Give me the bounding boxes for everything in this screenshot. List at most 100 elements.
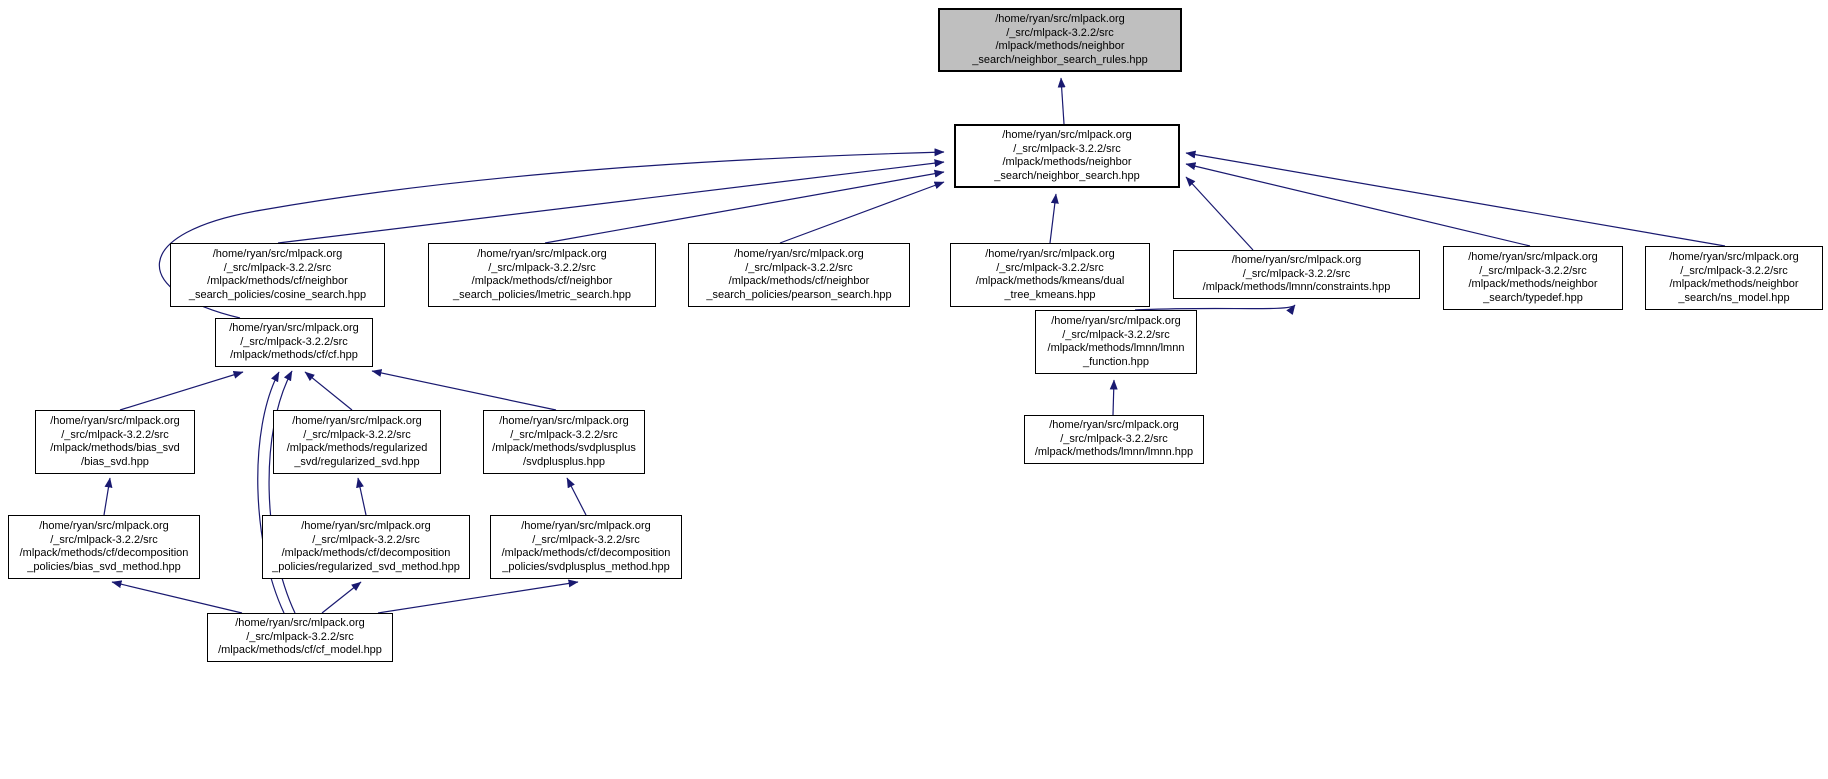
- node-lmnn[interactable]: /home/ryan/src/mlpack.org/_src/mlpack-3.…: [1024, 415, 1204, 464]
- node-text-line: _tree_kmeans.hpp: [1004, 288, 1096, 301]
- node-text-line: /home/ryan/src/mlpack.org: [235, 617, 365, 630]
- node-text-line: /mlpack/methods/cf/decomposition: [19, 547, 189, 559]
- node-text-line: /home/ryan/src/mlpack.org: [995, 13, 1125, 25]
- node-text-line: /mlpack/methods/lmnn/constraints.hpp: [1202, 281, 1391, 294]
- node-text-line: /_src/mlpack-3.2.2/src: [312, 533, 420, 546]
- node-text-line: /mlpack/methods/lmnn/lmnn.hpp: [1034, 446, 1194, 459]
- node-text-line: _policies/svdplusplus_method.hpp: [502, 560, 670, 573]
- node-regularized-svd[interactable]: /home/ryan/src/mlpack.org/_src/mlpack-3.…: [273, 410, 441, 474]
- node-neighbor-search-rules[interactable]: /home/ryan/src/mlpack.org/_src/mlpack-3.…: [938, 8, 1182, 72]
- node-neighbor-search[interactable]: /home/ryan/src/mlpack.org/_src/mlpack-3.…: [954, 124, 1180, 188]
- node-regularized-svd-method[interactable]: /home/ryan/src/mlpack.org/_src/mlpack-3.…: [262, 515, 470, 579]
- node-text-line: /_src/mlpack-3.2.2/src: [510, 428, 618, 441]
- node-ns-model[interactable]: /home/ryan/src/mlpack.org/_src/mlpack-3.…: [1645, 246, 1823, 310]
- edge-cf_model-svdplusplus_method: [377, 579, 579, 614]
- edge-constraints-neighbor_search: [1185, 176, 1254, 251]
- node-typedef[interactable]: /home/ryan/src/mlpack.org/_src/mlpack-3.…: [1443, 246, 1623, 310]
- node-text-line: /bias_svd.hpp: [81, 455, 149, 468]
- edge-pearson_search-neighbor_search: [779, 181, 945, 244]
- node-text-line: /home/ryan/src/mlpack.org: [39, 520, 169, 532]
- edge-bias_svd_method-bias_svd: [103, 477, 113, 516]
- node-text-line: _search/ns_model.hpp: [1678, 291, 1790, 304]
- node-dual-tree-kmeans[interactable]: /home/ryan/src/mlpack.org/_src/mlpack-3.…: [950, 243, 1150, 307]
- node-lmnn-constraints[interactable]: /home/ryan/src/mlpack.org/_src/mlpack-3.…: [1173, 250, 1420, 299]
- node-text-line: /mlpack/methods/cf/neighbor: [728, 275, 870, 287]
- node-text-line: /_src/mlpack-3.2.2/src: [996, 261, 1104, 274]
- node-cosine-search[interactable]: /home/ryan/src/mlpack.org/_src/mlpack-3.…: [170, 243, 385, 307]
- node-text-line: /mlpack/methods/neighbor: [995, 40, 1125, 52]
- node-text-line: _search_policies/pearson_search.hpp: [706, 288, 892, 301]
- edge-cosine_search-neighbor_search: [277, 159, 945, 244]
- edge-lmnn-lmnn_function: [1109, 379, 1118, 416]
- node-text-line: /_src/mlpack-3.2.2/src: [1006, 26, 1114, 39]
- node-text-line: _search_policies/lmetric_search.hpp: [453, 288, 631, 301]
- node-text-line: /home/ryan/src/mlpack.org: [477, 248, 607, 260]
- node-lmnn-function[interactable]: /home/ryan/src/mlpack.org/_src/mlpack-3.…: [1035, 310, 1197, 374]
- node-text-line: /mlpack/methods/neighbor: [1002, 156, 1132, 168]
- node-text-line: _search/neighbor_search_rules.hpp: [972, 53, 1148, 66]
- node-text-line: /mlpack/methods/cf/cf_model.hpp: [218, 644, 382, 657]
- node-lmetric-search[interactable]: /home/ryan/src/mlpack.org/_src/mlpack-3.…: [428, 243, 656, 307]
- node-text-line: /mlpack/methods/neighbor: [1468, 278, 1598, 290]
- node-text-line: /mlpack/methods/svdplusplus: [492, 442, 636, 454]
- node-text-line: /mlpack/methods/bias_svd: [50, 442, 180, 454]
- node-svdplusplus-method[interactable]: /home/ryan/src/mlpack.org/_src/mlpack-3.…: [490, 515, 682, 579]
- node-text-line: /home/ryan/src/mlpack.org: [521, 520, 651, 532]
- node-text-line: /_src/mlpack-3.2.2/src: [532, 533, 640, 546]
- node-text-line: /mlpack/methods/regularized: [286, 442, 428, 454]
- node-text-line: /_src/mlpack-3.2.2/src: [61, 428, 169, 441]
- node-text-line: /home/ryan/src/mlpack.org: [212, 248, 343, 260]
- node-text-line: _search/typedef.hpp: [1483, 291, 1583, 304]
- node-text-line: _search/neighbor_search.hpp: [994, 169, 1140, 182]
- node-text-line: /home/ryan/src/mlpack.org: [1049, 419, 1179, 432]
- edge-cf_model-cf: [268, 370, 296, 614]
- node-text-line: /home/ryan/src/mlpack.org: [1468, 251, 1598, 263]
- node-text-line: /mlpack/methods/lmnn/lmnn: [1047, 342, 1185, 354]
- node-cf-model[interactable]: /home/ryan/src/mlpack.org/_src/mlpack-3.…: [207, 613, 393, 662]
- node-text-line: _svd/regularized_svd.hpp: [294, 455, 420, 468]
- node-text-line: /_src/mlpack-3.2.2/src: [303, 428, 411, 441]
- node-text-line: /home/ryan/src/mlpack.org: [1669, 251, 1799, 263]
- edge-regularized_svd_method-regularized_svd: [356, 477, 367, 516]
- node-bias-svd-method[interactable]: /home/ryan/src/mlpack.org/_src/mlpack-3.…: [8, 515, 200, 579]
- node-text-line: /mlpack/methods/cf/cf.hpp: [230, 349, 358, 362]
- node-text-line: /_src/mlpack-3.2.2/src: [1479, 264, 1587, 277]
- edge-cf_model-bias_svd_method: [111, 580, 243, 614]
- node-text-line: /mlpack/methods/neighbor: [1669, 278, 1799, 290]
- edge-neighbor_search-neighbor_search_rules: [1057, 77, 1066, 125]
- edge-svdplusplus_method-svdplusplus: [566, 477, 587, 516]
- edge-regularized_svd-cf: [304, 371, 353, 411]
- node-pearson-search[interactable]: /home/ryan/src/mlpack.org/_src/mlpack-3.…: [688, 243, 910, 307]
- node-text-line: /home/ryan/src/mlpack.org: [301, 520, 431, 532]
- node-text-line: /_src/mlpack-3.2.2/src: [246, 630, 354, 643]
- node-svdplusplus[interactable]: /home/ryan/src/mlpack.org/_src/mlpack-3.…: [483, 410, 645, 474]
- edge-cf_model-regularized_svd_method: [321, 581, 362, 614]
- node-text-line: /home/ryan/src/mlpack.org: [292, 415, 422, 427]
- node-text-line: /_src/mlpack-3.2.2/src: [1013, 142, 1121, 155]
- node-text-line: /home/ryan/src/mlpack.org: [50, 415, 180, 427]
- node-text-line: _function.hpp: [1082, 355, 1150, 368]
- node-text-line: /_src/mlpack-3.2.2/src: [488, 261, 596, 274]
- node-text-line: /home/ryan/src/mlpack.org: [229, 322, 359, 335]
- node-text-line: /home/ryan/src/mlpack.org: [1051, 315, 1181, 327]
- node-text-line: /_src/mlpack-3.2.2/src: [240, 335, 348, 348]
- node-text-line: /svdplusplus.hpp: [523, 455, 605, 468]
- edge-typedef-neighbor_search: [1185, 162, 1531, 247]
- node-text-line: /_src/mlpack-3.2.2/src: [1680, 264, 1788, 277]
- edge-cf_model-cf: [257, 371, 285, 614]
- node-text-line: /_src/mlpack-3.2.2/src: [223, 261, 332, 274]
- edge-cf-neighbor_search: [158, 148, 945, 319]
- node-text-line: /home/ryan/src/mlpack.org: [734, 248, 864, 260]
- node-bias-svd[interactable]: /home/ryan/src/mlpack.org/_src/mlpack-3.…: [35, 410, 195, 474]
- node-cf[interactable]: /home/ryan/src/mlpack.org/_src/mlpack-3.…: [215, 318, 373, 367]
- node-text-line: /_src/mlpack-3.2.2/src: [1242, 267, 1351, 280]
- node-text-line: /home/ryan/src/mlpack.org: [1002, 129, 1132, 141]
- node-text-line: /home/ryan/src/mlpack.org: [1231, 254, 1362, 267]
- node-text-line: _policies/regularized_svd_method.hpp: [272, 560, 460, 573]
- node-text-line: /mlpack/methods/kmeans/dual: [975, 275, 1125, 287]
- edge-bias_svd-cf: [119, 370, 244, 411]
- edge-ns_model-neighbor_search: [1185, 150, 1726, 247]
- node-text-line: /mlpack/methods/cf/neighbor: [471, 275, 613, 287]
